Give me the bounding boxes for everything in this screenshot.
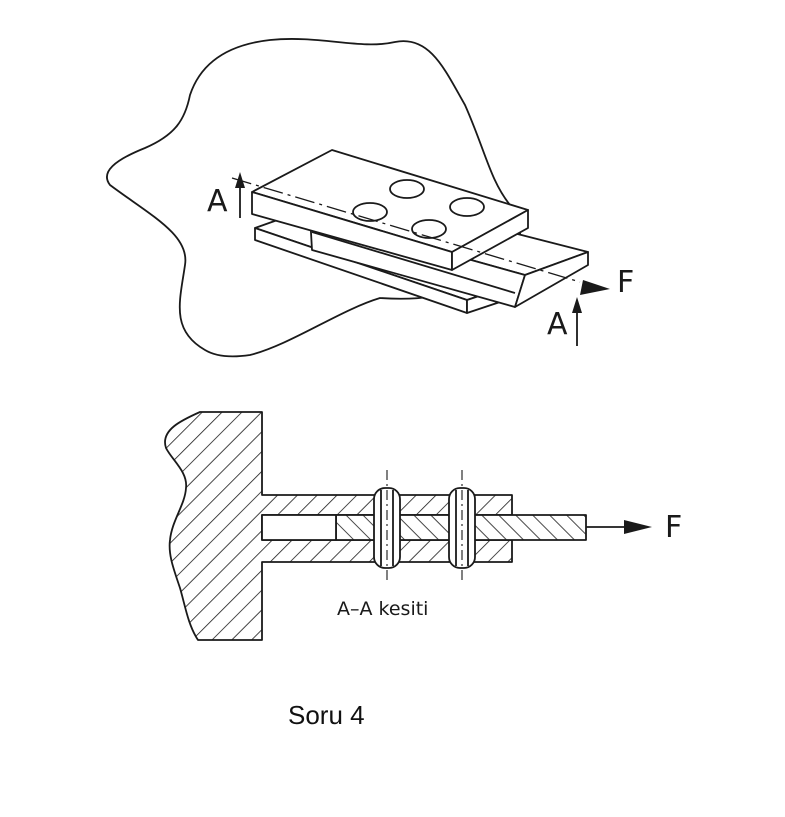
rivet-hole-4	[411, 219, 447, 239]
section-arrowhead-top	[235, 172, 245, 188]
right-plate-end	[514, 251, 589, 308]
wall-section	[164, 411, 513, 641]
center-line	[231, 177, 581, 283]
force-arrow-section	[624, 520, 652, 534]
rivet-hole-3	[352, 202, 388, 222]
section-caption: A–A kesiti	[337, 598, 428, 620]
top-plate-side	[451, 209, 529, 271]
section-arrowhead-bottom	[572, 297, 582, 313]
force-label-iso: F	[617, 265, 634, 300]
isometric-view	[106, 38, 610, 358]
gap-fill	[261, 514, 337, 541]
force-arrow-iso	[580, 280, 610, 295]
question-caption: Soru 4	[288, 700, 365, 730]
section-label-top: A	[207, 184, 228, 219]
right-plate-edge	[311, 231, 516, 294]
section-label-bottom: A	[547, 307, 568, 342]
section-view	[164, 411, 652, 641]
force-label-section: F	[665, 510, 682, 545]
rivet-hole-1	[389, 179, 425, 199]
rivet-hole-2	[449, 197, 485, 217]
